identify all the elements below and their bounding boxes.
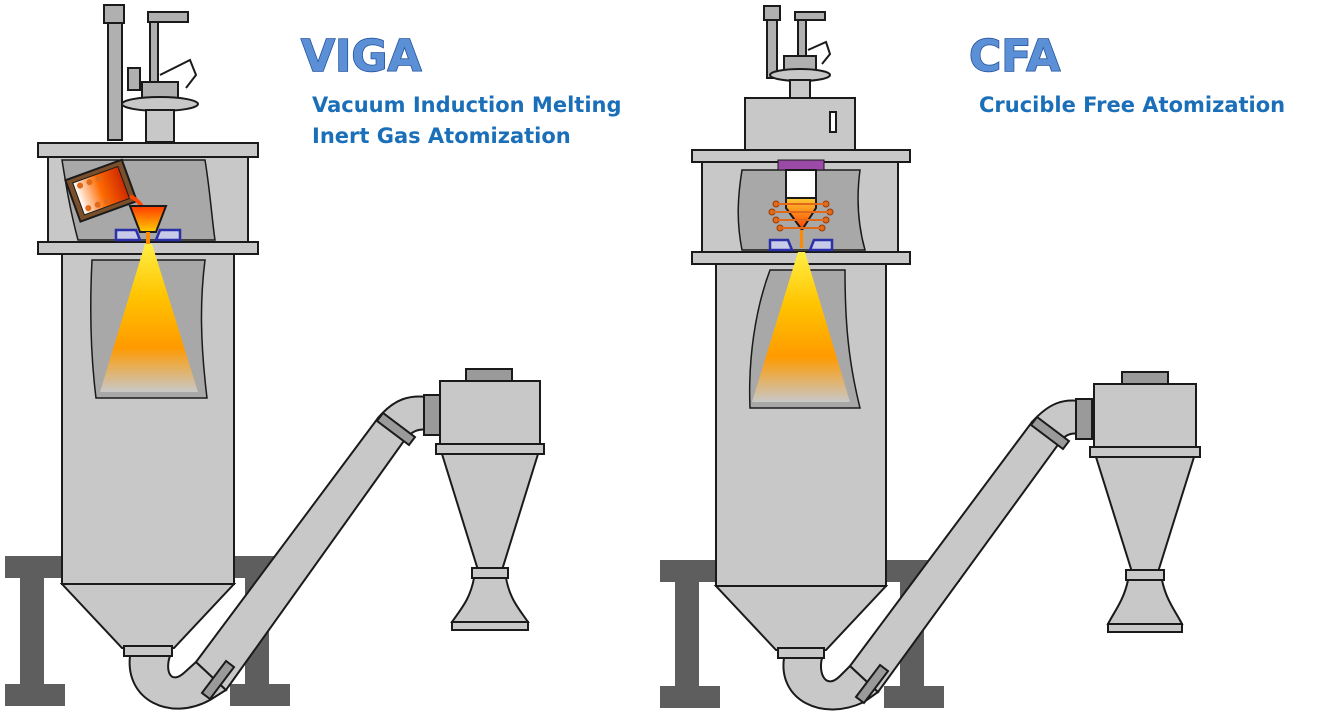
- cfa-powder-duct: [782, 398, 1093, 711]
- viga-unit: [5, 4, 545, 710]
- viga-gas-nozzle-left: [114, 228, 142, 242]
- cfa-spray-plume: [752, 252, 850, 402]
- viga-atomization-tower: [59, 244, 237, 657]
- cfa-unit: [660, 5, 1201, 711]
- cfa-title: CFA: [969, 31, 1060, 82]
- viga-spray-plume: [100, 244, 198, 392]
- cfa-heading: CFA Crucible Free Atomization: [968, 30, 1285, 117]
- viga-top-mechanism: [103, 4, 199, 143]
- cfa-electrode-seal: [777, 159, 825, 171]
- viga-powder-duct: [128, 394, 441, 710]
- viga-cyclone: [435, 368, 545, 631]
- cfa-electrode: [768, 169, 834, 248]
- viga-title: VIGA: [301, 31, 422, 82]
- viga-induction-crucible: [64, 158, 139, 223]
- viga-heading: VIGA Vacuum Induction Melting Inert Gas …: [300, 30, 622, 148]
- cfa-gas-nozzle-left: [768, 238, 794, 252]
- cfa-subtitle-line1: Crucible Free Atomization: [979, 93, 1285, 117]
- cfa-cyclone: [1089, 371, 1201, 633]
- cfa-gas-nozzle-right: [808, 238, 834, 252]
- cfa-atomization-tower: [713, 252, 889, 659]
- cfa-top-mechanism: [763, 5, 832, 99]
- viga-tundish: [128, 205, 168, 233]
- viga-subtitle-line1: Vacuum Induction Melting: [312, 93, 622, 117]
- viga-subtitle-line2: Inert Gas Atomization: [312, 124, 571, 148]
- cfa-induction-coil: [768, 200, 834, 232]
- cfa-electrode-housing: [744, 97, 856, 151]
- viga-gas-nozzle-right: [154, 228, 182, 242]
